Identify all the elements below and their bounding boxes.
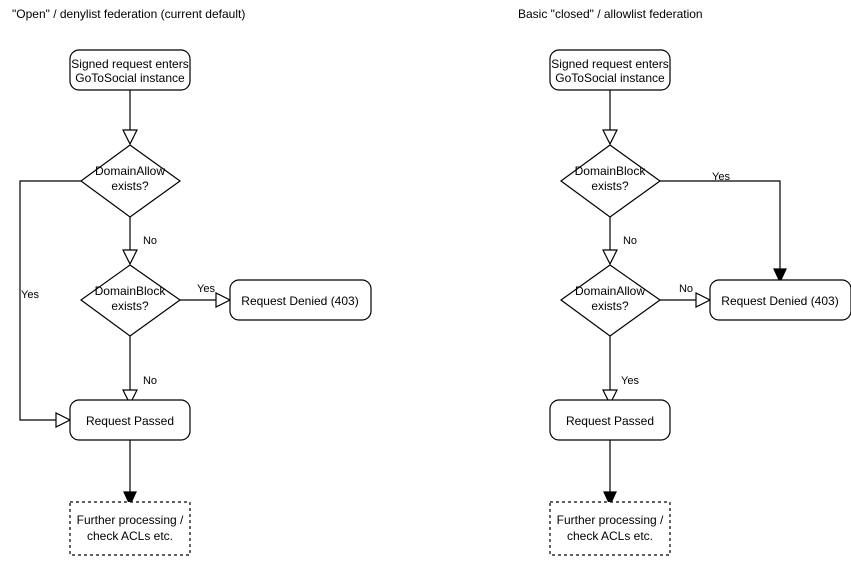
edge-domainblock-yes-right: Yes xyxy=(660,171,787,284)
entry-label-line2-right: GoToSocial instance xyxy=(555,71,665,85)
request-passed-label-left: Request Passed xyxy=(86,414,174,428)
node-entry-left[interactable]: Signed request enters GoToSocial instanc… xyxy=(69,49,191,91)
arrowhead-open-icon xyxy=(122,249,138,266)
edge-passed-to-further-right xyxy=(603,440,617,507)
arrowhead-open-icon xyxy=(602,249,618,266)
request-denied-label-right: Request Denied (403) xyxy=(721,294,838,308)
domainallow-label-line2-right: exists? xyxy=(591,299,629,313)
node-decision-domainblock-left[interactable]: DomainBlock exists? xyxy=(79,264,182,337)
further-processing-label-line1-left: Further processing / xyxy=(77,513,184,527)
node-request-denied-right[interactable]: Request Denied (403) xyxy=(709,279,851,321)
node-entry-right[interactable]: Signed request enters GoToSocial instanc… xyxy=(549,49,671,91)
arrowhead-open-icon xyxy=(122,129,138,146)
edge-label-domainallow-yes-left: Yes xyxy=(21,289,39,301)
node-request-passed-right[interactable]: Request Passed xyxy=(549,399,671,441)
request-denied-label-left: Request Denied (403) xyxy=(241,294,358,308)
node-request-passed-left[interactable]: Request Passed xyxy=(69,399,191,441)
arrowhead-open-icon xyxy=(602,389,618,406)
entry-label-line1-right: Signed request enters xyxy=(551,57,668,71)
domainblock-label-line2-right: exists? xyxy=(591,179,629,193)
node-further-processing-right[interactable]: Further processing / check ACLs etc. xyxy=(549,501,671,556)
request-denied-box-shape-right xyxy=(709,279,851,321)
edge-label-domainblock-yes-right: Yes xyxy=(712,171,730,183)
edge-domainallow-no-right: No xyxy=(660,283,712,308)
edge-entry-to-domainblock-right xyxy=(602,90,618,146)
edge-domainallow-no-left: No xyxy=(122,217,157,266)
node-decision-domainallow-left[interactable]: DomainAllow exists? xyxy=(79,144,182,218)
domainallow-label-line2-left: exists? xyxy=(111,179,149,193)
arrowhead-open-icon xyxy=(122,389,138,406)
diagram-title-right: Basic "closed" / allowlist federation xyxy=(518,7,703,21)
diagram-title-left: "Open" / denylist federation (current de… xyxy=(12,7,245,21)
request-denied-box-shape-left xyxy=(229,279,372,321)
arrowhead-filled-icon xyxy=(773,268,787,284)
diagram-closed-allowlist: Basic "closed" / allowlist federation Si… xyxy=(518,7,851,556)
node-request-denied-left[interactable]: Request Denied (403) xyxy=(229,279,372,321)
further-processing-label-line2-left: check ACLs etc. xyxy=(87,529,173,543)
edge-domainallow-yes-right: Yes xyxy=(602,336,639,406)
edge-domainallow-yes-left: Yes xyxy=(19,180,81,428)
edge-label-domainallow-no-left: No xyxy=(143,235,157,247)
diagram-open-denylist: "Open" / denylist federation (current de… xyxy=(12,7,372,556)
node-decision-domainblock-right[interactable]: DomainBlock exists? xyxy=(559,144,662,218)
domainblock-label-line1-right: DomainBlock xyxy=(575,164,647,178)
edge-entry-to-domainallow-left xyxy=(122,90,138,146)
arrowhead-open-icon xyxy=(55,412,72,428)
arrowhead-open-icon xyxy=(602,129,618,146)
entry-label-line2-left: GoToSocial instance xyxy=(75,71,185,85)
edge-label-domainblock-no-right: No xyxy=(623,235,637,247)
request-passed-label-right: Request Passed xyxy=(566,414,654,428)
further-processing-label-line2-right: check ACLs etc. xyxy=(567,529,653,543)
arrowhead-open-icon xyxy=(215,292,232,308)
edge-domainblock-no-right: No xyxy=(602,217,637,266)
node-decision-domainallow-right[interactable]: DomainAllow exists? xyxy=(559,264,662,337)
further-processing-box-shape-left xyxy=(69,501,191,556)
arrowhead-filled-icon xyxy=(603,491,617,507)
edge-domainblock-yes-left: Yes xyxy=(180,283,232,308)
node-further-processing-left[interactable]: Further processing / check ACLs etc. xyxy=(69,501,191,556)
domainallow-label-line1-right: DomainAllow xyxy=(575,284,645,298)
further-processing-box-shape-right xyxy=(549,501,671,556)
domainblock-label-line1-left: DomainBlock xyxy=(95,284,167,298)
edge-domainblock-no-left: No xyxy=(122,336,157,406)
further-processing-label-line1-right: Further processing / xyxy=(557,513,664,527)
domainblock-label-line2-left: exists? xyxy=(111,299,149,313)
domainallow-label-line1-left: DomainAllow xyxy=(95,164,165,178)
edge-label-domainallow-yes-right: Yes xyxy=(621,375,639,387)
edge-label-domainallow-no-right: No xyxy=(679,283,693,295)
arrowhead-open-icon xyxy=(695,292,712,308)
arrowhead-filled-icon xyxy=(123,491,137,507)
edge-label-domainblock-yes-left: Yes xyxy=(197,283,215,295)
edge-label-domainblock-no-left: No xyxy=(143,375,157,387)
edge-passed-to-further-left xyxy=(123,440,137,507)
entry-label-line1-left: Signed request enters xyxy=(71,57,188,71)
